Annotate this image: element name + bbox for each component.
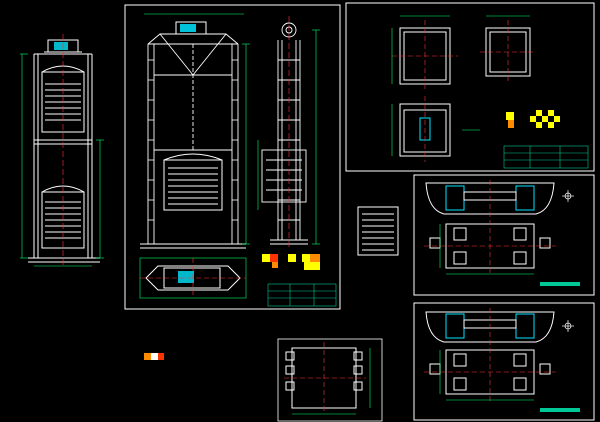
dimension-line-icon	[257, 29, 320, 245]
ladder-icon	[148, 59, 238, 221]
drawing-sheet-frame	[345, 2, 595, 172]
cage-top-view	[392, 20, 458, 92]
cage-icon	[357, 206, 399, 256]
dimension-line-icon	[391, 15, 530, 156]
dimension-line-icon	[292, 348, 371, 415]
dimension-line-icon	[20, 53, 104, 267]
lift-shaft-outline	[28, 53, 100, 263]
crosshair-icon	[562, 320, 574, 332]
title-block	[267, 283, 337, 307]
drawing-sheet-frame	[277, 338, 383, 422]
drawing-sheet-frame	[413, 302, 595, 421]
lift-elevation-view	[20, 34, 104, 267]
color-legend-swatches	[144, 353, 164, 360]
color-legend-swatches	[262, 254, 320, 270]
drawing-label-mark	[540, 282, 580, 286]
tower-side-view	[261, 22, 308, 245]
dimension-line-icon	[144, 13, 250, 245]
dimension-line-icon	[439, 350, 534, 401]
dimension-line-icon	[439, 224, 534, 275]
cage-icon	[163, 153, 223, 211]
motor-icon	[175, 21, 207, 35]
crosshair-icon	[562, 190, 574, 202]
cage-front-view	[399, 96, 451, 162]
foundation-plan-view	[425, 311, 555, 395]
drawing-sheet-frame	[413, 174, 595, 296]
tower-front-view	[140, 33, 246, 249]
plan-view	[139, 257, 247, 299]
drawing-label-mark	[540, 408, 580, 412]
drawing-sheet-frame	[124, 4, 341, 310]
cage-side-view	[480, 20, 536, 84]
title-block	[503, 145, 589, 169]
color-legend-swatches	[506, 110, 560, 128]
